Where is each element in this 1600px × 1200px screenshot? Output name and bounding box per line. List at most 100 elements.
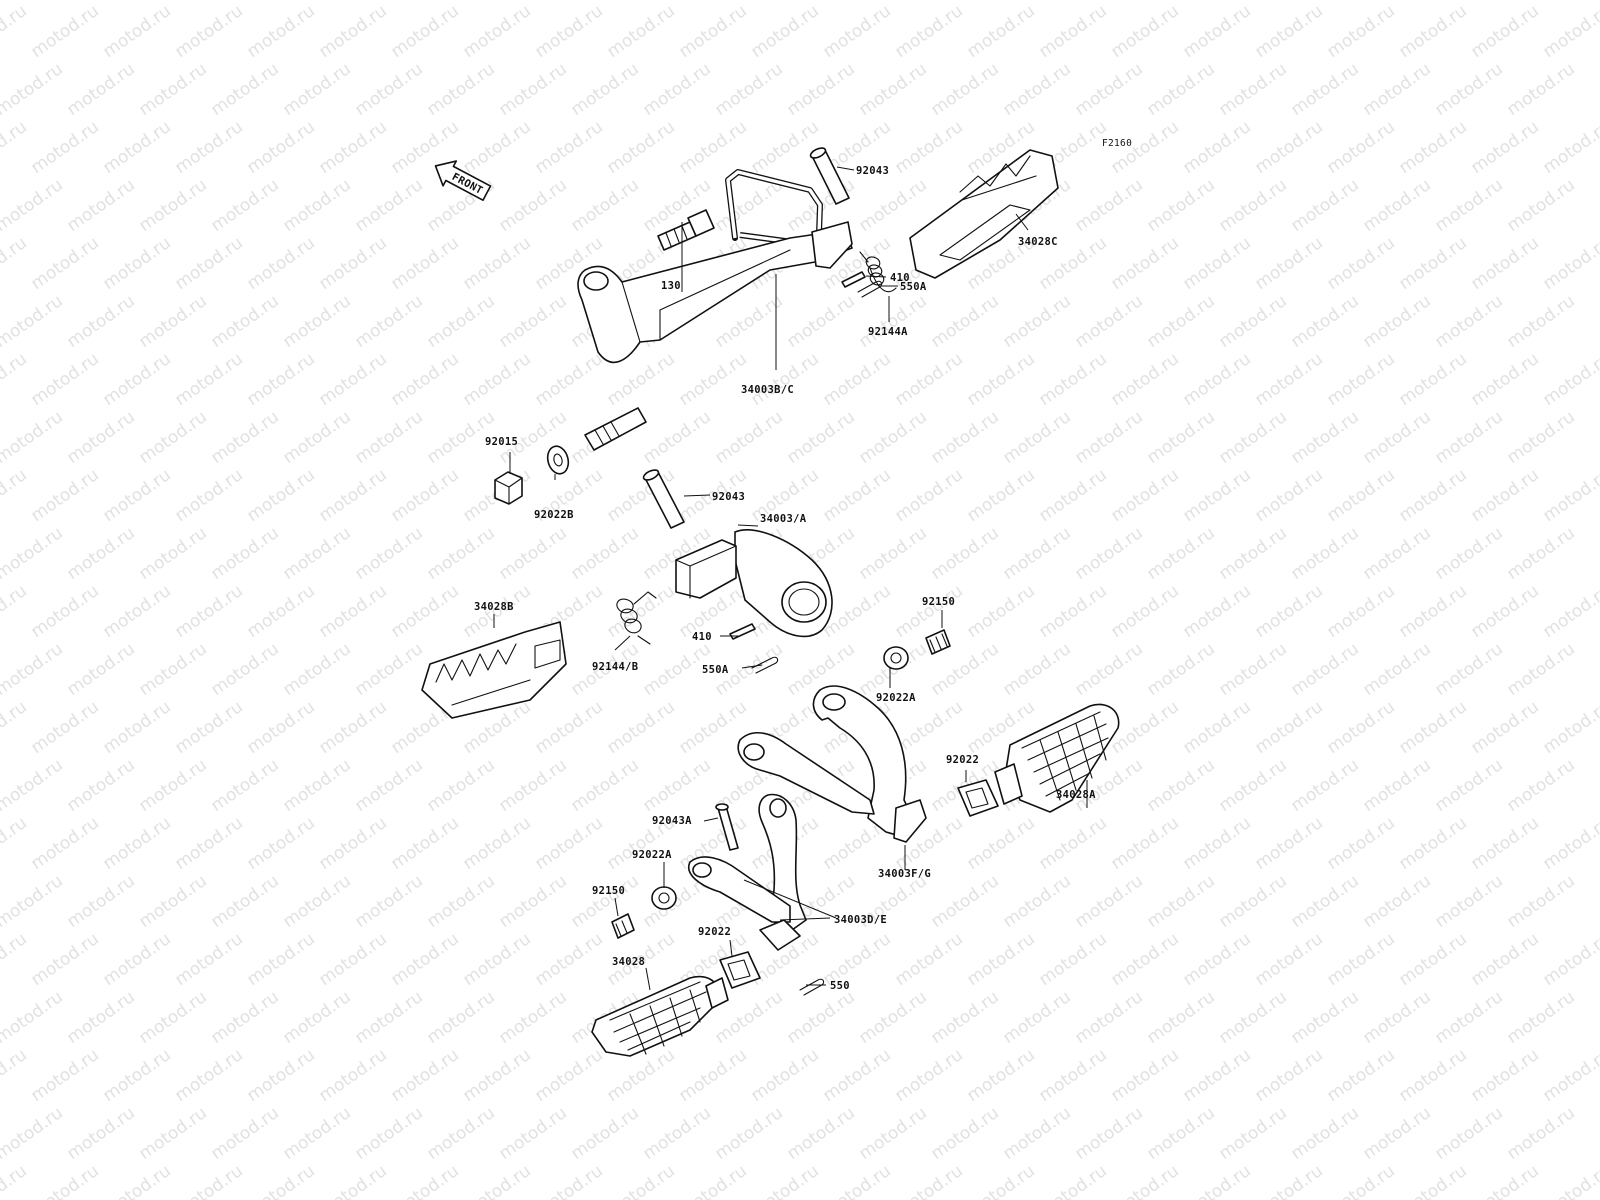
- watermark-text: motod.ru: [423, 1103, 498, 1164]
- watermark-text: motod.ru: [63, 1103, 138, 1164]
- watermark-text: motod.ru: [0, 1103, 67, 1164]
- watermark-text: motod.ru: [207, 175, 282, 236]
- spring-92144B[interactable]: [616, 591, 657, 645]
- watermark-text: motod.ru: [1251, 1045, 1326, 1106]
- washer-410-mid[interactable]: [729, 623, 756, 640]
- watermark-text: motod.ru: [567, 175, 642, 236]
- watermark-text: motod.ru: [1179, 581, 1254, 642]
- watermark-text: motod.ru: [0, 755, 67, 816]
- watermark-text: motod.ru: [315, 465, 390, 526]
- watermark-text: motod.ru: [99, 697, 174, 758]
- watermark-text: motod.ru: [603, 1161, 678, 1200]
- watermark-text: motod.ru: [963, 581, 1038, 642]
- watermark-text: motod.ru: [855, 523, 930, 584]
- watermark-text: motod.ru: [279, 291, 354, 352]
- watermark-text: motod.ru: [387, 349, 462, 410]
- washer-92022B[interactable]: [545, 444, 572, 476]
- watermark-text: motod.ru: [495, 523, 570, 584]
- watermark-text: motod.ru: [351, 59, 426, 120]
- watermark-text: motod.ru: [1359, 1103, 1434, 1164]
- watermark-text: motod.ru: [639, 407, 714, 468]
- watermark-text: motod.ru: [27, 1161, 102, 1200]
- label-34003A: 34003/A: [760, 513, 807, 525]
- washer-410-top[interactable]: [841, 271, 866, 288]
- watermark-text: motod.ru: [891, 1045, 966, 1106]
- footpeg-34028C[interactable]: [909, 149, 1059, 279]
- watermark-text: motod.ru: [927, 871, 1002, 932]
- label-92015: 92015: [485, 436, 518, 448]
- watermark-text: motod.ru: [891, 1161, 966, 1200]
- watermark-text: motod.ru: [0, 581, 31, 642]
- watermark-text: motod.ru: [1395, 697, 1470, 758]
- label-34003DE: 34003D/E: [834, 914, 887, 926]
- grommet-92022-left[interactable]: [719, 951, 761, 989]
- watermark-text: motod.ru: [459, 233, 534, 294]
- watermark-text: motod.ru: [279, 59, 354, 120]
- label-410-top: 410: [890, 272, 910, 284]
- label-92022A-left: 92022A: [632, 849, 672, 861]
- watermark-text: motod.ru: [459, 349, 534, 410]
- watermark-text: motod.ru: [171, 1045, 246, 1106]
- nut-92015[interactable]: [494, 471, 523, 505]
- footpeg-34028[interactable]: [591, 975, 729, 1057]
- watermark-text: motod.ru: [387, 1, 462, 62]
- watermark-text: motod.ru: [135, 175, 210, 236]
- cotter-pin-550A-top[interactable]: [857, 280, 883, 298]
- bracket-34003DE[interactable]: [687, 793, 807, 951]
- watermark-text: motod.ru: [1503, 987, 1578, 1048]
- watermark-text: motod.ru: [423, 523, 498, 584]
- label-92150-left: 92150: [592, 885, 625, 897]
- watermark-text: motod.ru: [243, 117, 318, 178]
- watermark-text: motod.ru: [243, 349, 318, 410]
- watermark-text: motod.ru: [531, 1045, 606, 1106]
- watermark-text: motod.ru: [279, 523, 354, 584]
- watermark-text: motod.ru: [351, 987, 426, 1048]
- watermark-text: motod.ru: [783, 407, 858, 468]
- watermark-text: motod.ru: [0, 813, 31, 874]
- pin-92043-top[interactable]: [809, 146, 850, 205]
- watermark-text: motod.ru: [459, 813, 534, 874]
- footpeg-34028B[interactable]: [421, 621, 567, 719]
- washer-92022A-right[interactable]: [883, 646, 909, 670]
- watermark-text: motod.ru: [27, 581, 102, 642]
- watermark-text: motod.ru: [1179, 233, 1254, 294]
- watermark-text: motod.ru: [639, 0, 714, 4]
- pin-92043A[interactable]: [715, 803, 739, 851]
- watermark-text: motod.ru: [1287, 523, 1362, 584]
- watermark-text: motod.ru: [1251, 929, 1326, 990]
- label-34028B: 34028B: [474, 601, 514, 613]
- watermark-text: motod.ru: [207, 407, 282, 468]
- bracket-34003A[interactable]: [675, 529, 833, 638]
- label-34028A: 34028A: [1056, 789, 1096, 801]
- watermark-text: motod.ru: [207, 1103, 282, 1164]
- watermark-text: motod.ru: [1179, 813, 1254, 874]
- bolt-130[interactable]: [657, 209, 715, 251]
- watermark-text: motod.ru: [1071, 639, 1146, 700]
- watermark-text: motod.ru: [1251, 349, 1326, 410]
- plug-92150-right[interactable]: [925, 629, 951, 655]
- watermark-text: motod.ru: [963, 813, 1038, 874]
- watermark-text: motod.ru: [1179, 1, 1254, 62]
- cotter-pin-550[interactable]: [799, 978, 825, 996]
- grommet-92022-right[interactable]: [957, 779, 999, 817]
- washer-92022A-left[interactable]: [651, 886, 677, 910]
- watermark-text: motod.ru: [351, 523, 426, 584]
- rear-brake-pedal-34003BC[interactable]: [577, 169, 853, 451]
- watermark-text: motod.ru: [927, 1103, 1002, 1164]
- watermark-text: motod.ru: [1107, 349, 1182, 410]
- footpeg-34028A[interactable]: [994, 703, 1120, 813]
- watermark-text: motod.ru: [891, 349, 966, 410]
- watermark-text: motod.ru: [1539, 1161, 1600, 1200]
- cotter-pin-550A-mid[interactable]: [751, 656, 779, 674]
- watermark-text: motod.ru: [315, 1161, 390, 1200]
- watermark-text: motod.ru: [1323, 813, 1398, 874]
- plug-92150-left[interactable]: [611, 913, 635, 939]
- watermark-text: motod.ru: [171, 929, 246, 990]
- bracket-34003FG[interactable]: [737, 685, 927, 843]
- watermark-text: motod.ru: [315, 1, 390, 62]
- watermark-text: motod.ru: [1359, 291, 1434, 352]
- watermark-text: motod.ru: [351, 407, 426, 468]
- watermark-text: motod.ru: [999, 871, 1074, 932]
- watermark-text: motod.ru: [1323, 233, 1398, 294]
- pin-92043-mid[interactable]: [642, 468, 685, 529]
